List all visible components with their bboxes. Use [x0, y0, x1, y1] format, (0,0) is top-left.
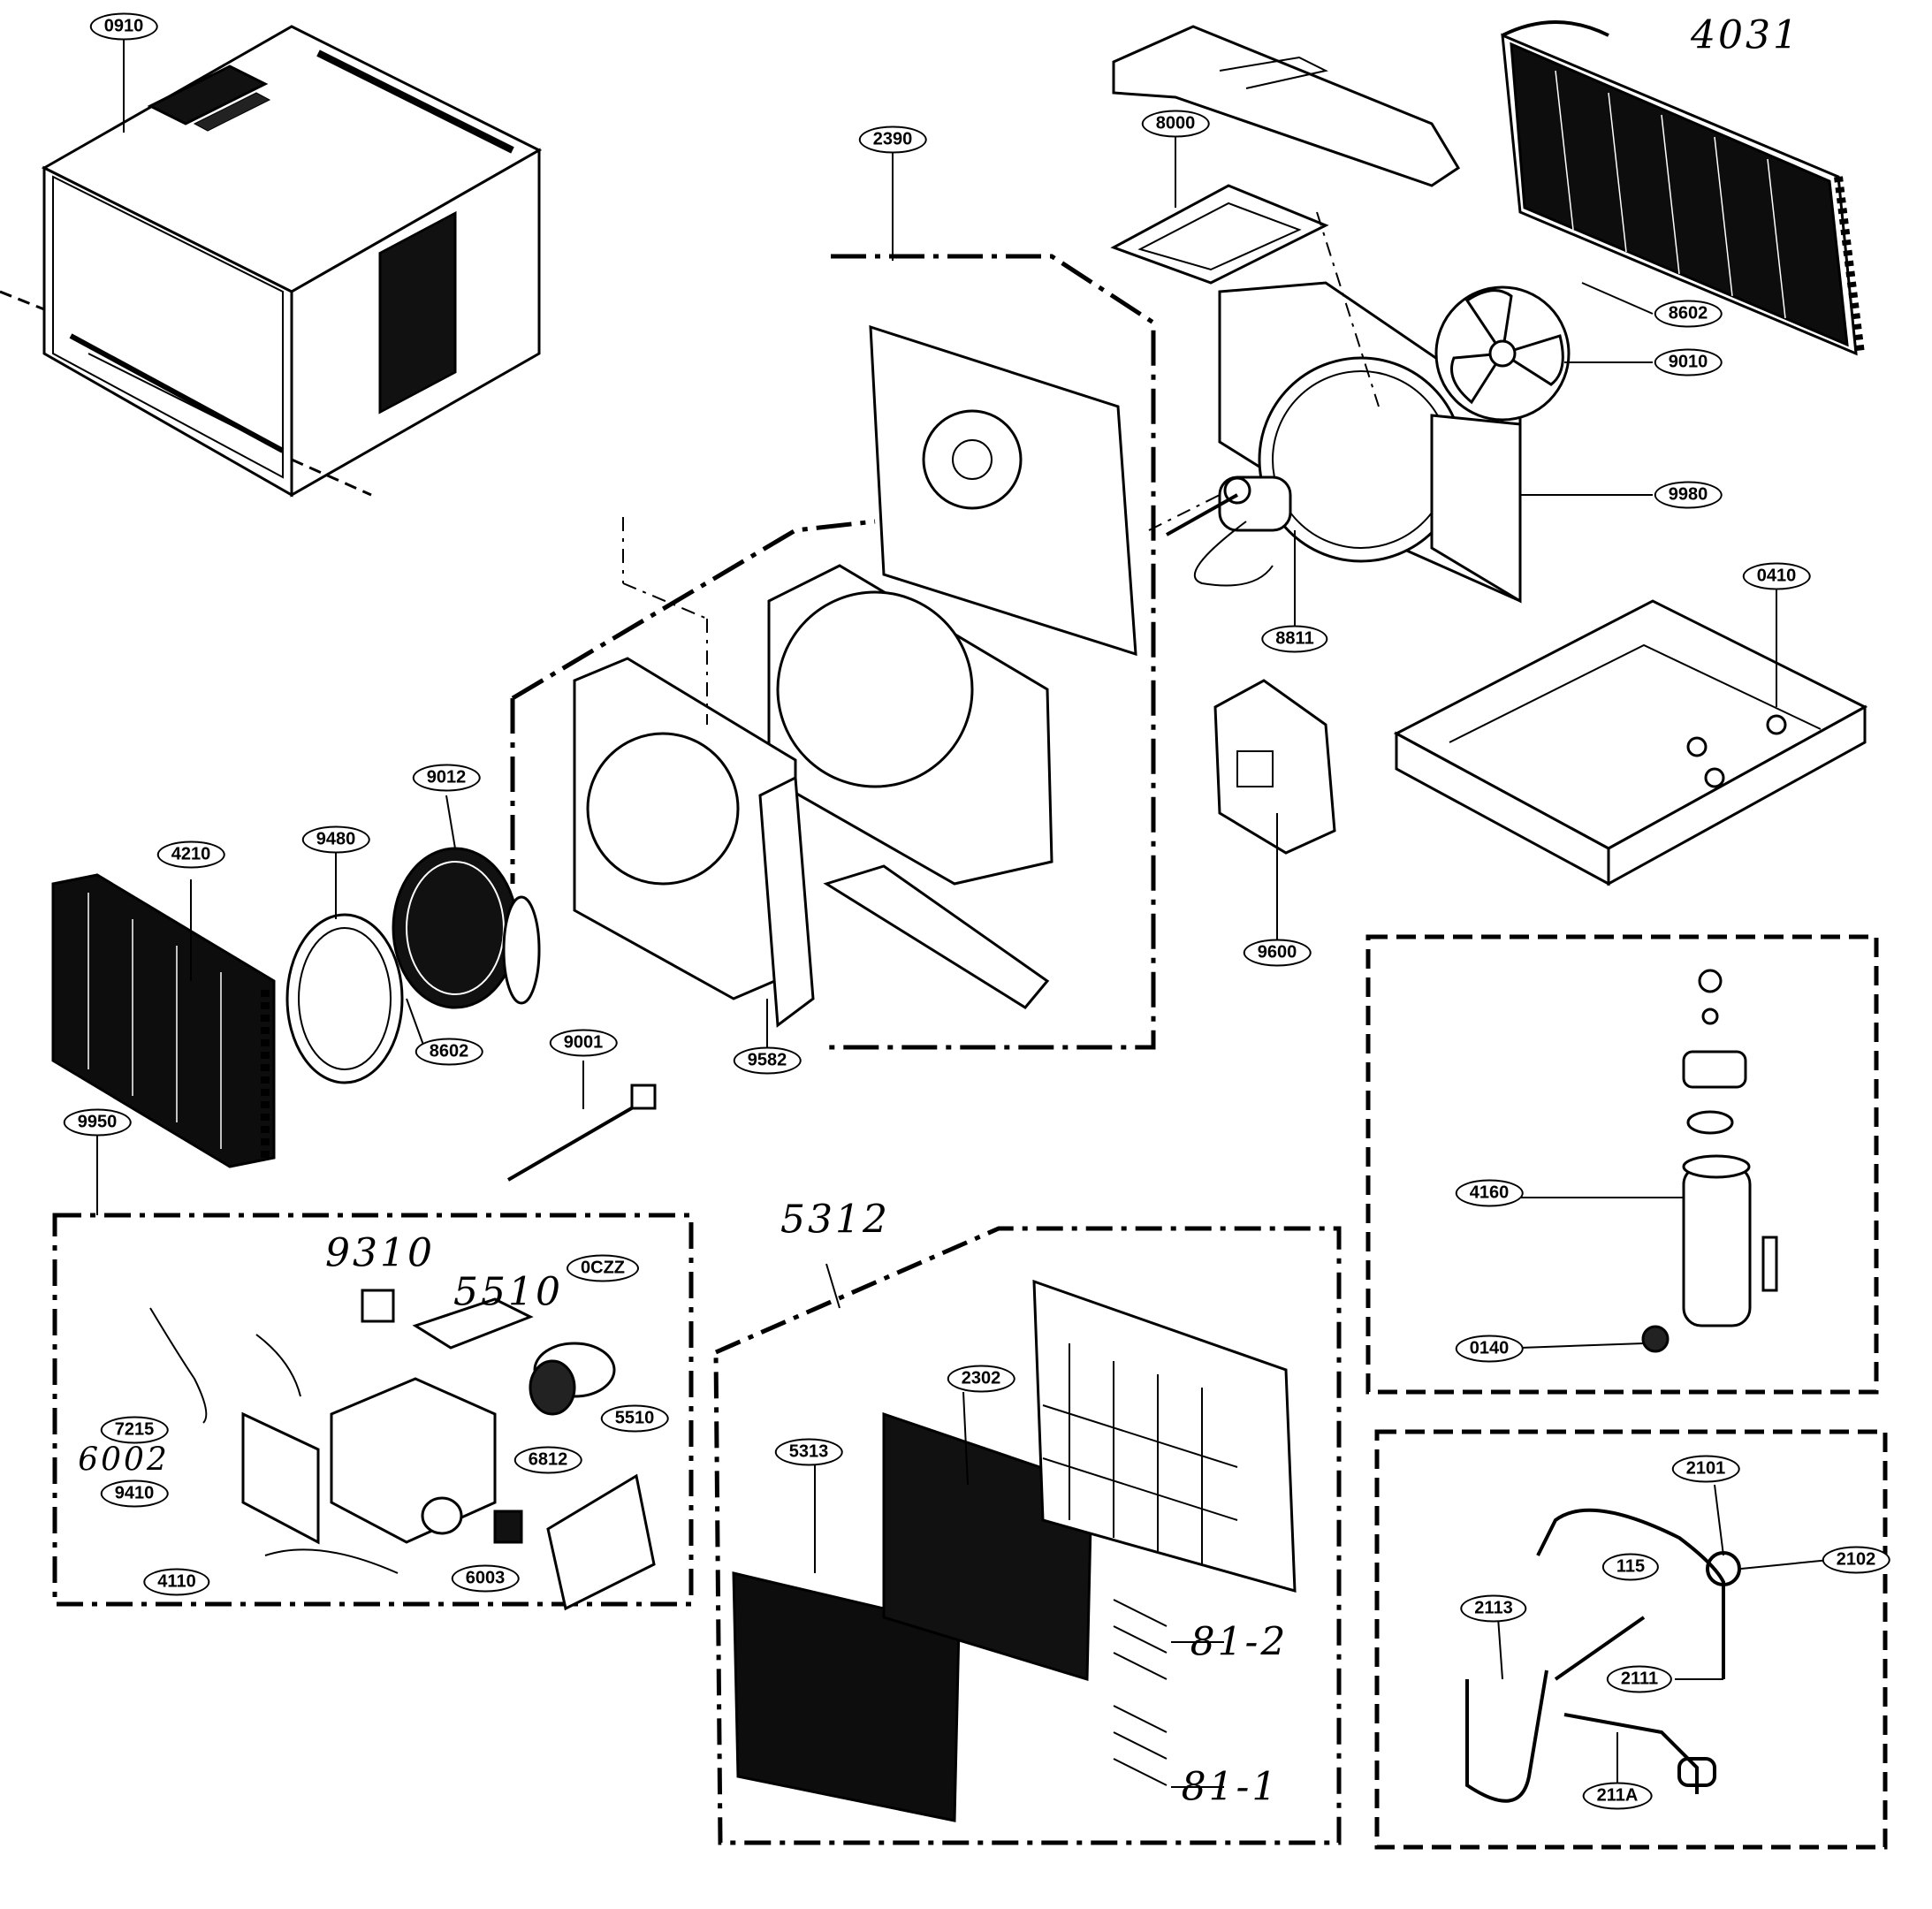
part-label-8602-top: 8602 — [1654, 300, 1723, 328]
tubing-assembly — [1374, 1429, 1888, 1850]
part-label-0140: 0140 — [1455, 1335, 1524, 1363]
part-label-5313: 5313 — [774, 1438, 843, 1466]
front-panel-assembly — [713, 1226, 1342, 1845]
base-pan-part — [1393, 599, 1868, 886]
part-label-4031: 4031 — [1691, 12, 1800, 58]
cabinet-part — [0, 25, 543, 498]
compressor-assembly — [1365, 934, 1879, 1395]
part-label-8811: 8811 — [1261, 625, 1328, 653]
part-label-4210: 4210 — [156, 840, 225, 869]
part-label-9001: 9001 — [549, 1029, 618, 1057]
blower-housing-assembly — [510, 254, 1156, 1050]
alignment-lines — [622, 211, 1380, 725]
part-label-9010: 9010 — [1654, 348, 1723, 376]
part-label-8602-bottom: 8602 — [415, 1038, 483, 1066]
part-label-2101: 2101 — [1671, 1455, 1740, 1483]
part-label-9600: 9600 — [1243, 939, 1312, 967]
part-label-9012: 9012 — [412, 764, 481, 792]
part-label-0czz: 0CZZ — [567, 1254, 639, 1282]
blower-ring-part — [285, 913, 404, 1084]
blower-wheel-part — [392, 847, 541, 1009]
part-label-2111: 2111 — [1606, 1665, 1673, 1693]
fan-blade-part — [1434, 285, 1571, 422]
rod-9001-part — [506, 1084, 657, 1182]
part-label-9950: 9950 — [63, 1108, 132, 1137]
part-label-9480: 9480 — [301, 825, 370, 854]
part-label-5510-bottom: 5510 — [600, 1404, 669, 1433]
top-shroud-part — [1112, 25, 1461, 187]
part-label-0410: 0410 — [1742, 562, 1811, 590]
part-label-2302: 2302 — [947, 1365, 1015, 1393]
condenser-coil-part — [1501, 20, 1865, 356]
part-label-6003: 6003 — [451, 1564, 520, 1593]
leader-lines — [96, 40, 1830, 1794]
part-label-81-2: 81-2 — [1190, 1619, 1289, 1665]
part-label-9310: 9310 — [325, 1230, 435, 1276]
bracket-8000-part — [1110, 184, 1329, 285]
part-label-9582: 9582 — [733, 1046, 802, 1075]
evaporator-coil-part — [51, 873, 276, 1168]
part-label-5510-top: 5510 — [453, 1269, 563, 1315]
part-label-2390: 2390 — [858, 125, 927, 154]
fan-shroud-part — [1166, 281, 1522, 604]
control-box-assembly — [52, 1213, 694, 1611]
part-label-4110: 4110 — [143, 1568, 210, 1596]
part-label-5312: 5312 — [780, 1197, 890, 1243]
part-label-4160: 4160 — [1455, 1179, 1524, 1207]
bracket-9600-part — [1213, 679, 1336, 855]
part-label-2102: 2102 — [1822, 1546, 1890, 1574]
part-label-0910: 0910 — [89, 12, 158, 41]
part-label-9410: 9410 — [100, 1479, 169, 1508]
part-label-9980: 9980 — [1654, 481, 1723, 509]
part-label-7215: 7215 — [100, 1416, 169, 1444]
part-label-8000: 8000 — [1141, 110, 1210, 138]
part-label-6812: 6812 — [513, 1446, 582, 1474]
part-label-115: 115 — [1601, 1553, 1660, 1581]
part-label-6002: 6002 — [78, 1441, 170, 1479]
part-label-2113: 2113 — [1460, 1594, 1527, 1623]
part-label-81-1: 81-1 — [1181, 1764, 1280, 1810]
part-label-211a: 211A — [1582, 1782, 1653, 1810]
